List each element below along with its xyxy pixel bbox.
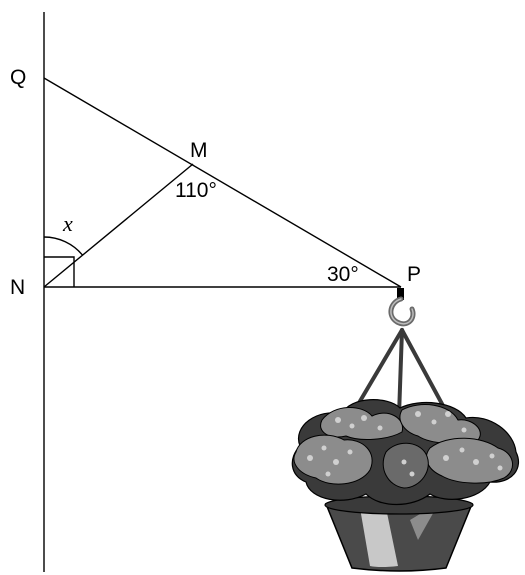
segment-qp [43, 77, 402, 288]
point-label-q: Q [10, 66, 26, 89]
segment-nm [43, 163, 194, 288]
point-label-p: P [407, 263, 421, 286]
angle-label-x: x [62, 211, 73, 236]
angle-x-arc [43, 236, 84, 256]
point-label-m: M [190, 139, 208, 162]
right-angle-marker [44, 256, 75, 287]
angle-label-30: 30° [327, 263, 359, 286]
hanging-flower-basket-icon [291, 288, 520, 572]
angle-label-110: 110° [175, 179, 217, 202]
point-label-n: N [10, 276, 25, 299]
